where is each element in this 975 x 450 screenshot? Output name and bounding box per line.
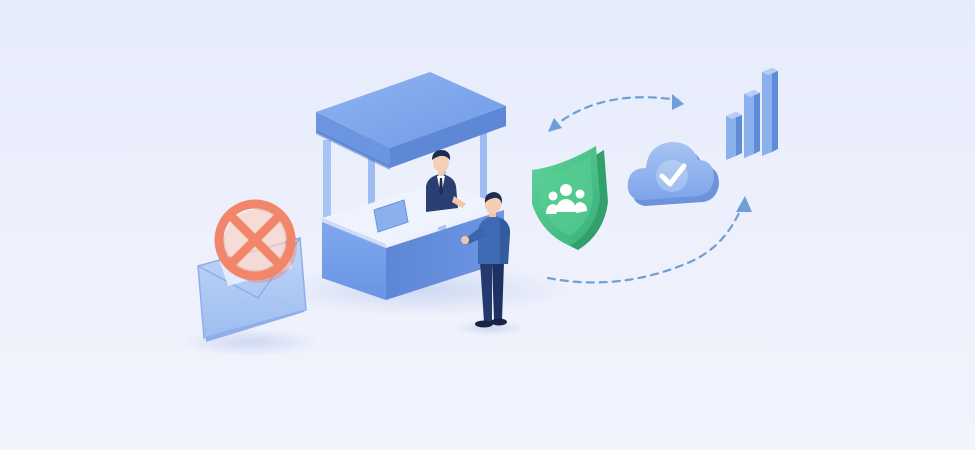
cloud-check-icon xyxy=(627,142,719,206)
person-agent-icon xyxy=(426,150,466,212)
shield-group-icon xyxy=(532,146,608,250)
cancel-x-icon xyxy=(214,199,297,283)
bar-growth-icon xyxy=(726,68,778,160)
sync-arrows-icon xyxy=(546,94,752,284)
service-booth-icon xyxy=(316,72,506,300)
person-customer-icon xyxy=(461,192,510,328)
